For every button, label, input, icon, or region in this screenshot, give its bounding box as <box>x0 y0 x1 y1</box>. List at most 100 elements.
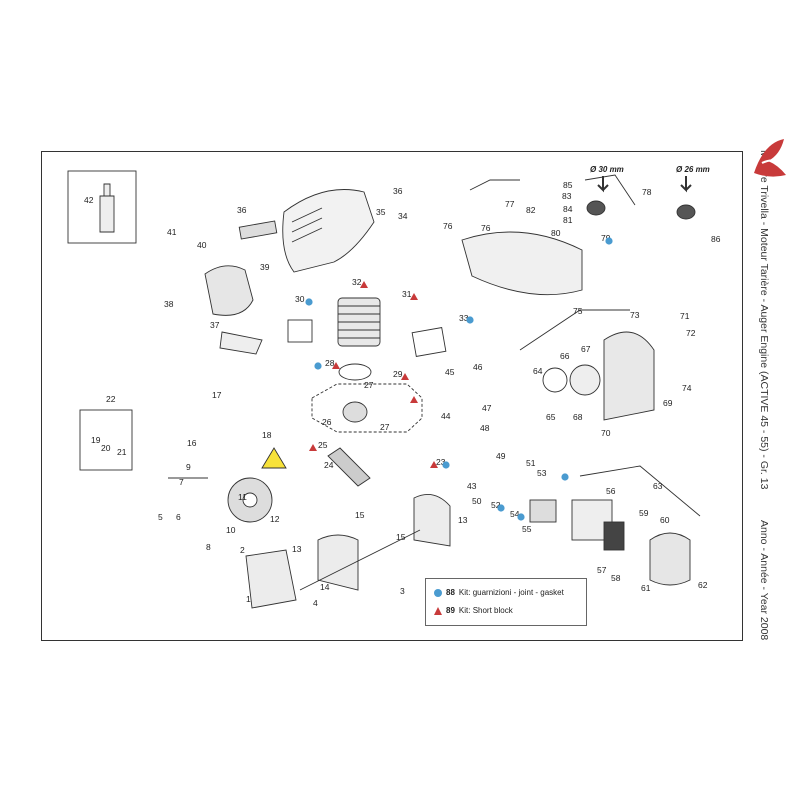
part-number-label: 76 <box>481 223 491 233</box>
fuel-cap-26 <box>676 204 696 220</box>
part-number-label: 85 <box>563 180 573 190</box>
part-number-label: 50 <box>472 496 482 506</box>
gasket-30 <box>338 363 372 381</box>
part-number-label: 7 <box>179 477 184 487</box>
gasket-kit-marker <box>605 237 613 245</box>
starter-spring <box>542 367 568 393</box>
short-block-kit-marker <box>410 396 418 403</box>
size-label-26: Ø 26 mm <box>676 165 710 174</box>
part-number-label: 79 <box>601 233 611 243</box>
short-block-kit-marker <box>410 293 418 300</box>
part-number-label: 55 <box>522 524 532 534</box>
air-filter-cover <box>649 532 691 586</box>
gasket-kit-marker <box>561 473 569 481</box>
starter-pulley <box>569 364 601 396</box>
part-number-label: 81 <box>563 215 573 225</box>
gasket-kit-marker <box>314 362 322 370</box>
part-number-label: 19 <box>91 435 101 445</box>
part-number-label: 64 <box>533 366 543 376</box>
crankshaft <box>327 447 371 487</box>
part-number-label: 2 <box>240 545 245 555</box>
part-number-label: 24 <box>324 460 334 470</box>
part-number-label: 22 <box>106 394 116 404</box>
short-block-kit-marker <box>332 362 340 369</box>
part-number-label: 66 <box>560 351 570 361</box>
part-number-label: 61 <box>641 583 651 593</box>
part-number-label: 38 <box>164 299 174 309</box>
part-number-label: 6 <box>176 512 181 522</box>
part-number-label: 68 <box>573 412 583 422</box>
part-number-label: 65 <box>546 412 556 422</box>
part-number-label: 35 <box>376 207 386 217</box>
part-number-label: 27 <box>364 380 374 390</box>
part-number-label: 15 <box>355 510 365 520</box>
fuel-cap-30 <box>586 200 606 216</box>
crankcase-right <box>413 493 451 547</box>
part-number-label: 13 <box>458 515 468 525</box>
engine-cover-grille <box>291 207 323 243</box>
part-number-label: 45 <box>445 367 455 377</box>
part-number-label: 53 <box>537 468 547 478</box>
part-number-label: 47 <box>482 403 492 413</box>
carburettor <box>529 499 557 523</box>
part-number-label: 76 <box>443 221 453 231</box>
legend-gasket-code: 88 <box>446 588 455 597</box>
air-filter-element <box>603 521 625 551</box>
size-label-30: Ø 30 mm <box>590 165 624 174</box>
part-number-label: 73 <box>630 310 640 320</box>
part-number-label: 26 <box>322 417 332 427</box>
kit-markers <box>305 237 613 521</box>
part-number-label: 58 <box>611 573 621 583</box>
part-number-label: 80 <box>551 228 561 238</box>
piston <box>342 401 368 423</box>
part-number-label: 63 <box>653 481 663 491</box>
diagram-year: Anno - Année - Year 2008 <box>758 520 770 641</box>
part-number-label: 30 <box>295 294 305 304</box>
warning-triangle-icon <box>261 447 287 469</box>
short-block-kit-marker <box>430 461 438 468</box>
part-number-label: 75 <box>573 306 583 316</box>
part-number-label: 14 <box>320 582 330 592</box>
part-number-label: 82 <box>526 205 536 215</box>
part-number-label: 27 <box>380 422 390 432</box>
short-block-kit-marker <box>360 281 368 288</box>
piston-group-outline <box>311 383 423 433</box>
part-number-label: 34 <box>398 211 408 221</box>
part-number-label: 36 <box>393 186 403 196</box>
part-number-label: 10 <box>226 525 236 535</box>
part-number-label: 17 <box>212 390 222 400</box>
part-number-label: 21 <box>117 447 127 457</box>
part-number-label: 69 <box>663 398 673 408</box>
gasket-35 <box>411 327 447 357</box>
legend-short-block-text: Kit: Short block <box>458 606 513 615</box>
fuel-tank <box>461 231 583 296</box>
muffler <box>204 265 254 316</box>
part-number-label: 72 <box>686 328 696 338</box>
part-number-label: 4 <box>313 598 318 608</box>
part-number-label: 40 <box>197 240 207 250</box>
oil-bottle <box>99 183 115 233</box>
part-number-label: 5 <box>158 512 163 522</box>
part-number-label: 20 <box>101 443 111 453</box>
part-number-label: 59 <box>639 508 649 518</box>
short-block-kit-marker <box>309 444 317 451</box>
arrow-down-icon <box>680 176 692 193</box>
part-number-label: 3 <box>400 586 405 596</box>
part-number-label: 52 <box>491 500 501 510</box>
part-number-label: 54 <box>510 509 520 519</box>
legend-row-gasket: 88 Kit: guarnizioni - joint - gasket <box>434 588 564 597</box>
part-number-label: 84 <box>563 204 573 214</box>
part-number-label: 18 <box>262 430 272 440</box>
part-number-label: 15 <box>396 532 406 542</box>
part-number-label: 57 <box>597 565 607 575</box>
group-line-66 <box>579 465 701 517</box>
part-number-label: 51 <box>526 458 536 468</box>
part-number-label: 83 <box>562 191 572 201</box>
gasket-32 <box>287 319 313 343</box>
part-number-label: 1 <box>246 594 251 604</box>
legend-row-short-block: 89 Kit: Short block <box>434 606 513 615</box>
group-line-78 <box>469 179 520 191</box>
part-number-label: 77 <box>505 199 515 209</box>
